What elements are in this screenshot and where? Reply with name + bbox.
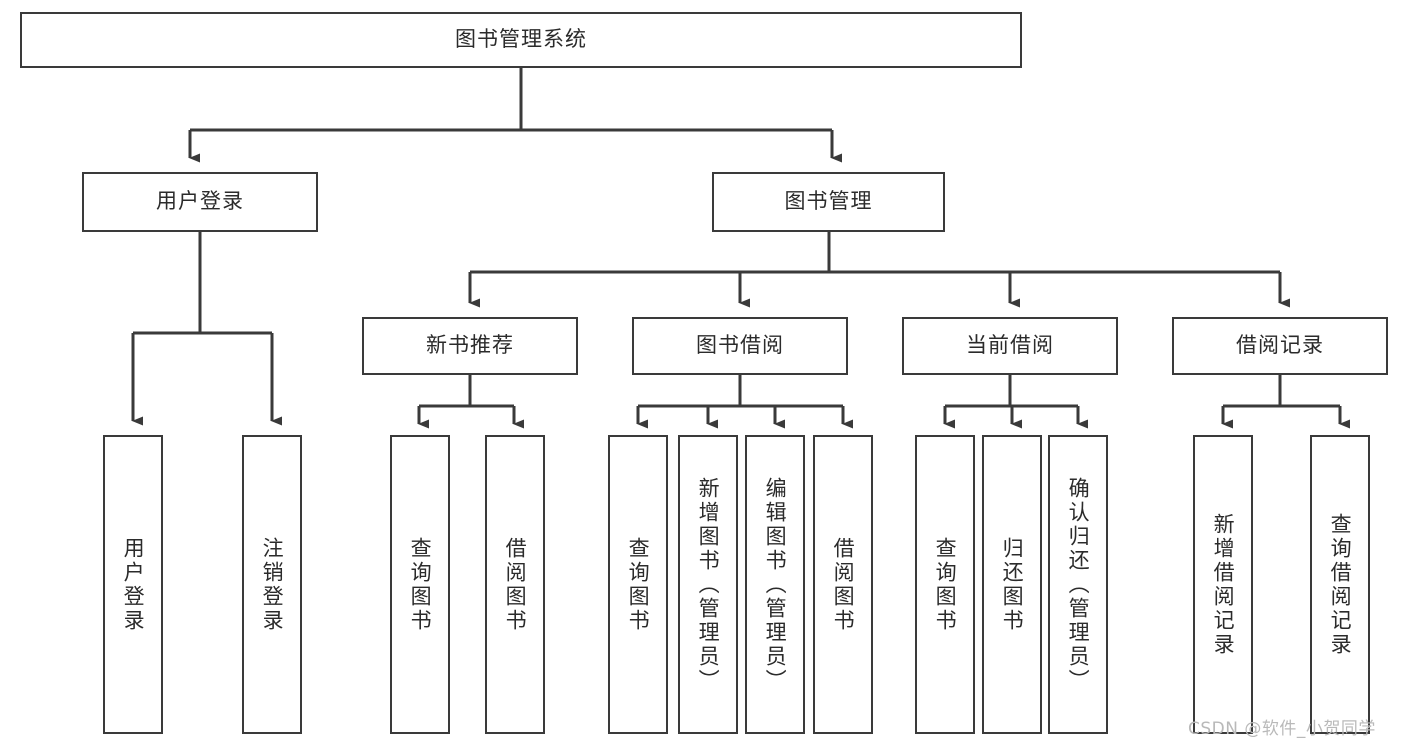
node-label: 图书管理系统 [455,27,587,52]
node-label: 查询图书 [626,536,651,633]
node-book-management[interactable]: 图书管理 [712,172,945,232]
leaf-current-query-book[interactable]: 查询图书 [915,435,975,734]
node-new-book-recommend[interactable]: 新书推荐 [362,317,578,375]
node-label: 查询图书 [408,536,433,633]
node-label: 当前借阅 [966,333,1054,358]
node-label: 借阅图书 [831,536,856,633]
leaf-borrow-add-book-admin[interactable]: 新增图书（管理员） [678,435,738,734]
node-book-borrow[interactable]: 图书借阅 [632,317,848,375]
node-label: 用户登录 [121,536,146,633]
node-label: 新增图书（管理员） [696,476,721,693]
node-label: 图书管理 [784,189,873,214]
leaf-current-confirm-return-admin[interactable]: 确认归还（管理员） [1048,435,1108,734]
leaf-current-return-book[interactable]: 归还图书 [982,435,1042,734]
node-label: 借阅记录 [1236,333,1324,358]
node-label: 图书借阅 [696,333,784,358]
node-label: 新书推荐 [426,333,514,358]
node-label: 归还图书 [1000,536,1025,633]
leaf-record-add-record[interactable]: 新增借阅记录 [1193,435,1253,734]
node-label: 查询借阅记录 [1328,512,1353,657]
node-label: 确认归还（管理员） [1066,476,1091,693]
leaf-borrow-query-book[interactable]: 查询图书 [608,435,668,734]
node-label: 查询图书 [933,536,958,633]
leaf-borrow-edit-book-admin[interactable]: 编辑图书（管理员） [745,435,805,734]
watermark-text: CSDN @软件_小贺同学 [1188,719,1376,739]
leaf-borrow-borrow-book[interactable]: 借阅图书 [813,435,873,734]
node-root-system[interactable]: 图书管理系统 [20,12,1022,68]
leaf-newbook-borrow-book[interactable]: 借阅图书 [485,435,545,734]
node-label: 用户登录 [156,189,244,214]
leaf-user-login-signin[interactable]: 用户登录 [103,435,163,734]
node-user-login[interactable]: 用户登录 [82,172,318,232]
node-current-borrow[interactable]: 当前借阅 [902,317,1118,375]
leaf-newbook-query-book[interactable]: 查询图书 [390,435,450,734]
node-label: 编辑图书（管理员） [763,476,788,693]
leaf-record-query-record[interactable]: 查询借阅记录 [1310,435,1370,734]
node-label: 借阅图书 [503,536,528,633]
leaf-user-login-signout[interactable]: 注销登录 [242,435,302,734]
node-borrow-record[interactable]: 借阅记录 [1172,317,1388,375]
node-label: 注销登录 [260,536,285,633]
node-label: 新增借阅记录 [1211,512,1236,657]
